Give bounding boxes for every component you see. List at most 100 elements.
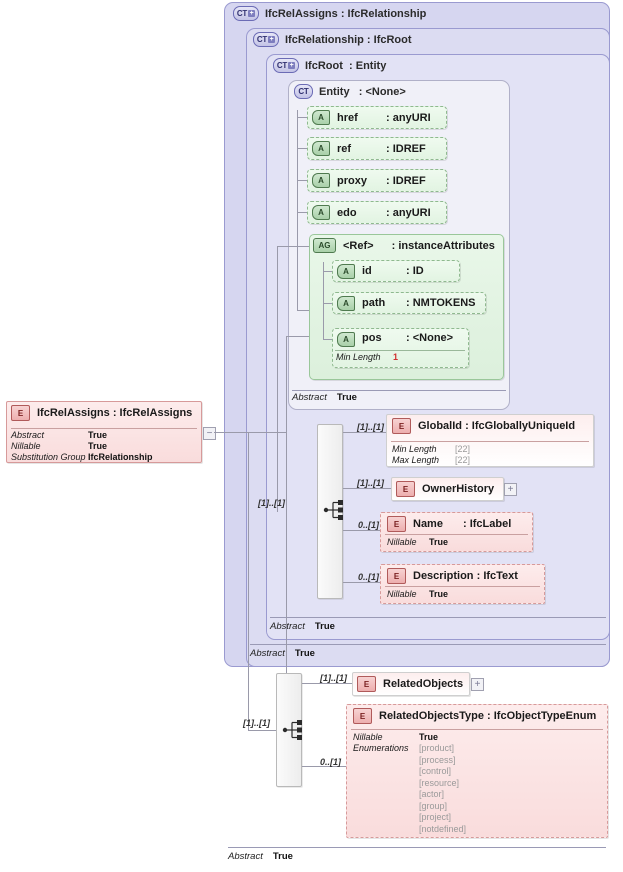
complextype-header-ifcroot[interactable]: CT+ IfcRoot : Entity	[273, 58, 386, 73]
facet-label-relatedobjectstype-nillable: Nillable	[353, 732, 383, 742]
attribute-box-path[interactable]: A path : NMTOKENS	[332, 292, 486, 314]
element-header-globalid[interactable]: E GlobalId : IfcGloballyUniqueId	[392, 418, 575, 434]
abstract-value-ifcroot: True	[314, 621, 335, 632]
facet-row-relatedobjectstype-nillable: Nillable	[353, 732, 383, 742]
abstract-row-ifcrelationship: Abstract True	[250, 648, 315, 659]
complextype-header-ifcrelationship[interactable]: CT+ IfcRelationship : IfcRoot	[253, 32, 412, 47]
attribute-group-tree-trunk	[323, 262, 324, 340]
attribute-group-type-ref: : instanceAttributes	[391, 239, 495, 252]
attribute-icon-id: A	[337, 263, 355, 279]
attribute-group-branch-path	[323, 303, 332, 304]
complextype-expand-icon-ifcroot[interactable]: CT+	[273, 58, 299, 73]
complextype-label-ifcrelationship: IfcRelationship : IfcRoot	[285, 33, 412, 46]
facet-row-globalid-maxlength: Max Length	[392, 455, 439, 465]
abstract-value-ifcrelassigns: True	[272, 851, 293, 862]
cardinality-relatedobjects: [1]..[1]	[320, 673, 347, 683]
connector-globalid	[343, 432, 386, 433]
facet-value-globalid-maxlength: [22]	[455, 455, 471, 465]
collapse-toggle-root[interactable]: −	[203, 427, 216, 440]
attribute-box-proxy[interactable]: A proxy : IDREF	[307, 169, 447, 192]
attribute-group-branch-pos	[323, 339, 332, 340]
abstract-label-entity: Abstract	[292, 392, 327, 403]
facet-divider-pos	[335, 350, 465, 351]
attribute-icon-proxy: A	[312, 173, 330, 188]
complextype-icon-entity[interactable]: CT	[294, 84, 313, 99]
complextype-header-entity[interactable]: CT Entity : <None>	[294, 84, 406, 99]
connector-name	[343, 530, 380, 531]
enumeration-list-relatedobjectstype: [product] [process] [control] [resource]…	[419, 743, 466, 835]
enumeration-item: [resource]	[419, 777, 460, 788]
facet-value-globalid-minlength-wrap: [22]	[455, 444, 470, 454]
entity-attribute-connector	[286, 336, 309, 337]
element-icon-description: E	[387, 568, 406, 584]
abstract-divider-ifcrelassigns	[228, 847, 606, 848]
abstract-value-entity: True	[336, 392, 357, 403]
attribute-box-ref[interactable]: A ref : IDREF	[307, 137, 447, 160]
element-label-relatedobjects: RelatedObjects	[383, 678, 464, 690]
complextype-expand-icon-ifcrelationship[interactable]: CT+	[253, 32, 279, 47]
root-element-box-ifcrelassigns[interactable]	[6, 401, 202, 463]
abstract-label-ifcrelassigns: Abstract	[228, 851, 263, 862]
abstract-divider-entity	[292, 390, 506, 391]
attribute-icon-pos: A	[337, 332, 355, 347]
collapse-toggle-root-glyph: −	[206, 427, 213, 439]
sequence-icon-ifcrelassigns	[282, 720, 302, 740]
facet-label-name-nillable: Nillable	[387, 537, 417, 547]
element-icon-ifcrelassigns: E	[11, 405, 30, 421]
complextype-label-ifcroot: IfcRoot : Entity	[305, 59, 387, 72]
attribute-box-edo[interactable]: A edo : anyURI	[307, 201, 447, 224]
expand-toggle-ownerhistory[interactable]: +	[504, 483, 517, 496]
facet-value-relatedobjectstype-nillable: True	[419, 732, 439, 742]
element-box-globalid[interactable]	[386, 414, 594, 467]
facet-label-pos-minlength: Min Length	[336, 352, 381, 362]
expand-toggle-relatedobjects-glyph: +	[474, 678, 481, 690]
attribute-tree-trunk	[297, 110, 298, 310]
attribute-name-pos: pos	[362, 332, 382, 344]
cardinality-name: 0..[1]	[358, 520, 380, 530]
enumeration-item: [project]	[419, 812, 452, 822]
element-type-name: : IfcLabel	[462, 518, 512, 530]
attribute-type-proxy: : IDREF	[386, 174, 426, 187]
property-value-nillable-wrap: True	[88, 441, 107, 451]
attribute-box-id[interactable]: A id : ID	[332, 260, 460, 282]
attribute-group-name-ref: <Ref>	[343, 239, 374, 252]
property-label-nillable: Nillable	[11, 441, 41, 451]
element-box-relatedobjectstype[interactable]	[346, 704, 608, 838]
element-box-description[interactable]	[380, 564, 545, 604]
root-connector-spine	[286, 336, 287, 730]
attribute-name-ref: ref	[337, 142, 352, 155]
complextype-header-ifcrelassigns[interactable]: CT+ IfcRelAssigns : IfcRelationship	[233, 6, 426, 21]
element-box-name[interactable]	[380, 512, 533, 552]
element-header-relatedobjectstype[interactable]: E RelatedObjectsType : IfcObjectTypeEnum	[353, 708, 596, 724]
root-element-divider	[11, 428, 197, 429]
complextype-expand-icon-ifcrelassigns[interactable]: CT+	[233, 6, 259, 21]
element-box-relatedobjects[interactable]	[352, 672, 470, 696]
connector-relatedobjects	[302, 683, 352, 684]
element-header-description[interactable]: E Description : IfcText	[387, 568, 518, 584]
enumeration-item: [product]	[419, 743, 455, 753]
element-header-ownerhistory[interactable]: E OwnerHistory	[396, 481, 494, 497]
attribute-type-href: : anyURI	[386, 111, 431, 124]
facet-row-description-nillable: Nillable True	[387, 589, 448, 599]
connector-relatedobjectstype	[302, 766, 346, 767]
expand-toggle-relatedobjects[interactable]: +	[471, 678, 484, 691]
attribute-icon-edo: A	[312, 205, 330, 220]
abstract-value-ifcrelationship: True	[294, 648, 315, 659]
root-element-header-ifcrelassigns[interactable]: E IfcRelAssigns : IfcRelAssigns	[11, 405, 192, 421]
facet-value-globalid-minlength: [22]	[455, 444, 471, 454]
element-label-globalid: GlobalId : IfcGloballyUniqueId	[418, 420, 576, 432]
element-icon-name: E	[387, 516, 406, 532]
abstract-label-ifcroot: Abstract	[270, 621, 305, 632]
complextype-label-entity: Entity : <None>	[319, 85, 406, 98]
element-icon-globalid: E	[392, 418, 411, 434]
facet-value-description-nillable: True	[429, 589, 449, 599]
enumeration-item: [process]	[419, 754, 456, 765]
facet-value-name-nillable: True	[429, 537, 449, 547]
attribute-box-href[interactable]: A href : anyURI	[307, 106, 447, 129]
attribute-box-pos[interactable]: A pos : <None>	[332, 328, 469, 368]
element-header-relatedobjects[interactable]: E RelatedObjects	[357, 676, 463, 692]
attribute-group-header-ref[interactable]: AG <Ref> : instanceAttributes	[313, 238, 495, 253]
property-label-substitution-group: Substitution Group	[11, 452, 86, 462]
element-header-name[interactable]: E Name : IfcLabel	[387, 516, 511, 532]
attribute-type-pos: : <None>	[406, 332, 454, 344]
